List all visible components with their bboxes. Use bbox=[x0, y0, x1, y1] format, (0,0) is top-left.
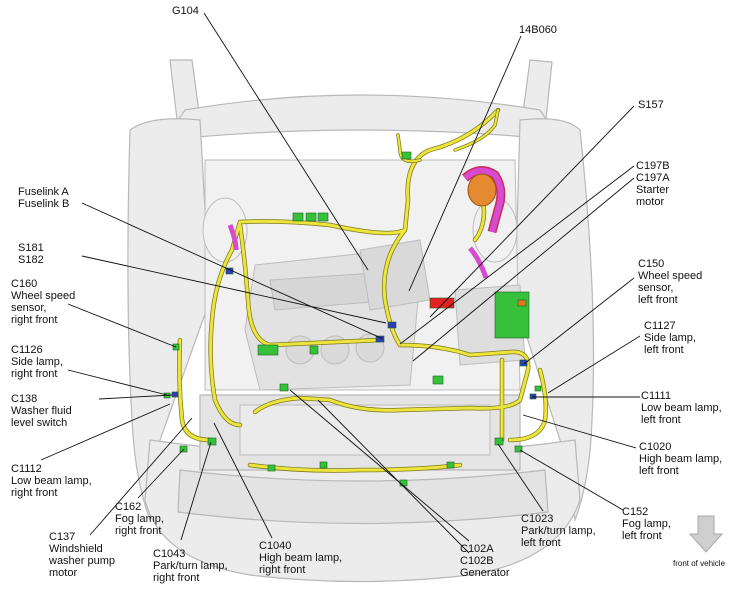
label-c152: C152 Fog lamp, left front bbox=[622, 506, 671, 542]
label-c1127: C1127 Side lamp, left front bbox=[644, 320, 696, 356]
label-c150: C150 Wheel speed sensor, left front bbox=[638, 258, 703, 306]
label-s181-s182: S181 S182 bbox=[18, 242, 44, 266]
label-c1023: C1023 Park/turn lamp, left front bbox=[521, 513, 596, 549]
label-c1111: C1111 Low beam lamp, left front bbox=[641, 390, 722, 426]
label-c138: C138 Washer fluid level switch bbox=[11, 393, 72, 429]
label-c102-generator: C102A C102B Generator bbox=[460, 543, 510, 579]
label-front-of-vehicle: front of vehicle bbox=[673, 559, 726, 568]
label-c160: C160 Wheel speed sensor, right front bbox=[11, 278, 76, 326]
label-g104: G104 bbox=[172, 5, 199, 17]
leader-lines bbox=[40, 12, 641, 554]
label-14b060: 14B060 bbox=[519, 24, 557, 36]
starter-cable bbox=[227, 166, 506, 279]
label-c1040: C1040 High beam lamp, right front bbox=[259, 540, 343, 576]
label-fuselink: Fuselink A Fuselink B bbox=[18, 186, 70, 210]
down-arrow-icon bbox=[688, 515, 724, 553]
label-c1112: C1112 Low beam lamp, right front bbox=[11, 463, 92, 499]
label-c1043: C1043 Park/turn lamp, right front bbox=[153, 548, 228, 584]
label-c1020: C1020 High beam lamp, left front bbox=[639, 441, 723, 477]
label-s157: S157 bbox=[638, 99, 664, 111]
label-c197-starter: C197B C197A Starter motor bbox=[636, 160, 670, 208]
label-c137: C137 Windshield washer pump motor bbox=[49, 531, 116, 579]
label-c1126: C1126 Side lamp, right front bbox=[11, 344, 63, 380]
label-c162: C162 Fog lamp, right front bbox=[115, 501, 164, 537]
